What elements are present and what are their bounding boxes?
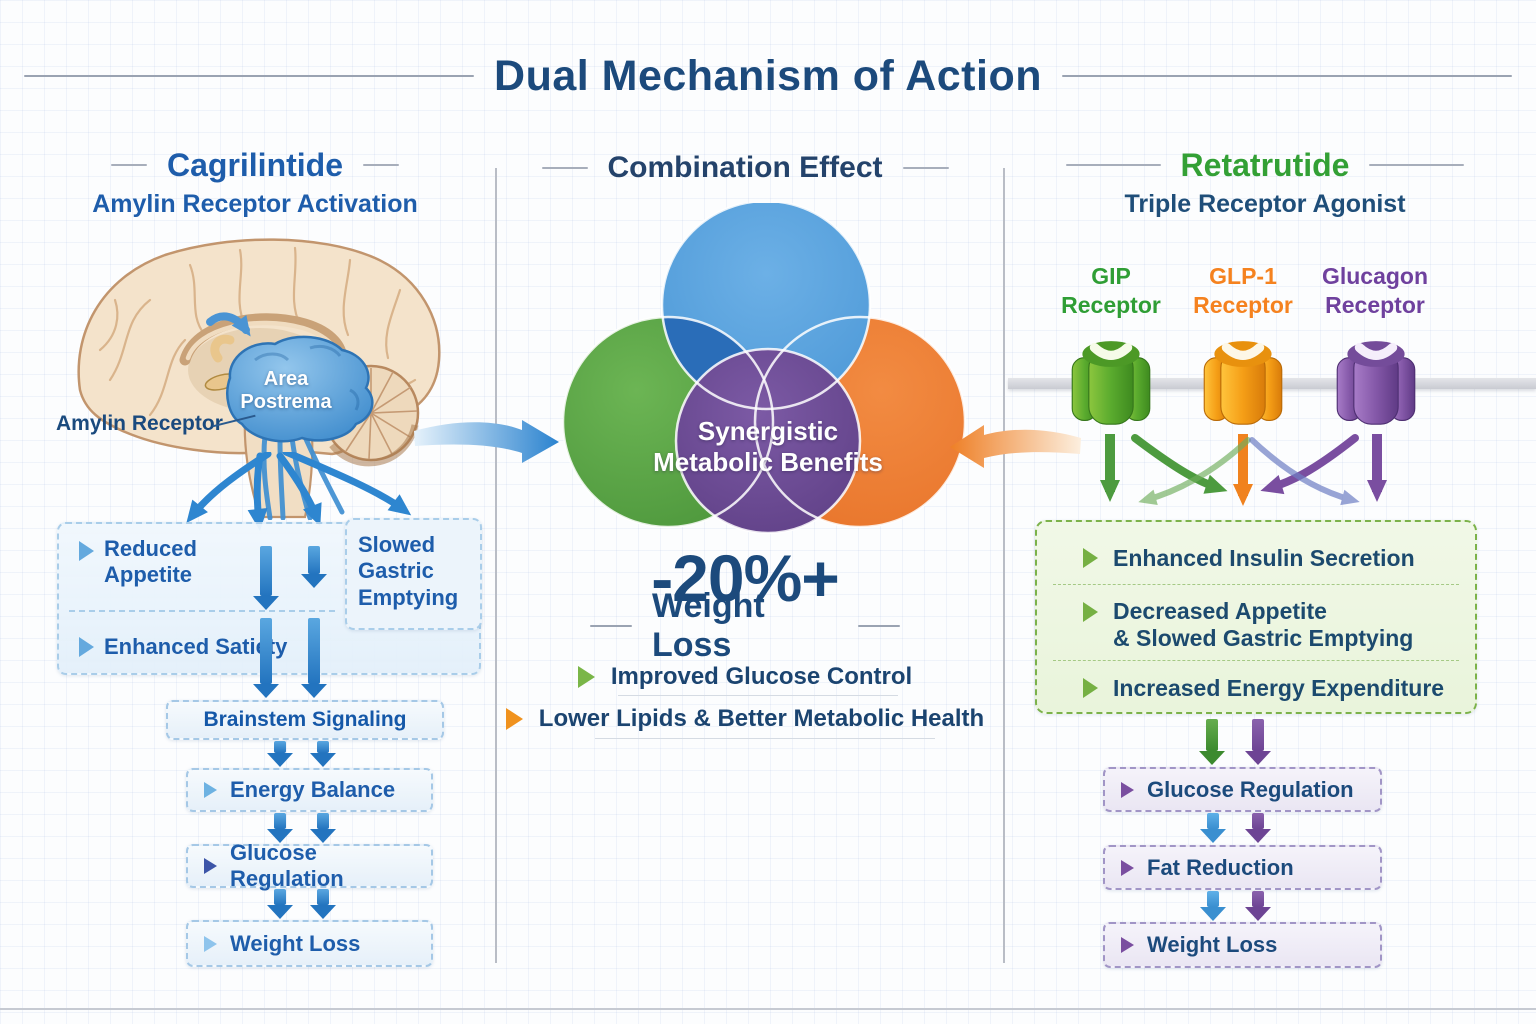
- flow-label: Brainstem Signaling: [203, 708, 407, 731]
- flow-label: Glucose Regulation: [1147, 776, 1354, 802]
- title-rule-left: [24, 74, 475, 78]
- divider-left-center: [495, 168, 497, 963]
- energy-expenditure-label: Increased Energy Expenditure: [1113, 675, 1445, 701]
- down-arrow-icon: [301, 546, 327, 588]
- gip-receptor-icon: [1071, 341, 1151, 425]
- slowed-gastric-box: [345, 518, 482, 630]
- retatrutide-title: Retatrutide: [1180, 146, 1350, 183]
- brain-illustration: [77, 238, 441, 520]
- benefit-lipids-row: Lower Lipids & Better Metabolic Health: [505, 704, 984, 734]
- flow-label: Fat Reduction: [1147, 854, 1294, 880]
- flow-box-weight-loss-right: Weight Loss: [1103, 922, 1382, 968]
- cagrilintide-subtitle: Amylin Receptor Activation: [92, 190, 418, 218]
- appetite-gastric-label: Decreased Appetite & Slowed Gastric Empt…: [1113, 598, 1414, 652]
- combination-header: Combination Effect: [520, 150, 970, 186]
- down-arrow-icon: [1200, 813, 1226, 843]
- bullet-triangle-icon: [79, 637, 94, 657]
- glucagon-receptor-label: Glucagon Receptor: [1321, 263, 1429, 318]
- receptor-signal-arrows-icon: [1100, 434, 1387, 506]
- flow-box-brainstem-signaling: Brainstem Signaling: [166, 700, 444, 740]
- retatrutide-effects-panel: [1035, 520, 1477, 714]
- flow-label: Weight Loss: [230, 930, 361, 956]
- bullet-triangle-icon: [204, 782, 217, 798]
- page-title: Dual Mechanism of Action: [494, 51, 1042, 100]
- effects-panel-separator: [69, 610, 335, 612]
- green-triangle-icon: [577, 666, 595, 688]
- cagrilintide-header: Cagrilintide: [60, 146, 450, 184]
- green-triangle-icon: [1083, 678, 1098, 698]
- flow-label: Energy Balance: [230, 777, 396, 802]
- weight-loss-stat-label: Weight Loss: [652, 587, 765, 664]
- down-arrow-icon: [253, 618, 279, 698]
- down-arrow-icon: [1245, 891, 1271, 921]
- down-arrow-icon: [310, 741, 336, 767]
- purple-triangle-icon: [1121, 781, 1134, 798]
- benefit-glucose-row: Improved Glucose Control: [560, 662, 930, 692]
- cagrilintide-to-combination-arrow-icon: [414, 420, 559, 463]
- down-arrow-icon: [1200, 891, 1226, 921]
- cagrilintide-title: Cagrilintide: [166, 146, 343, 183]
- down-arrow-icon: [1199, 719, 1225, 765]
- insulin-secretion-label: Enhanced Insulin Secretion: [1113, 545, 1415, 571]
- retatrutide-subtitle: Triple Receptor Agonist: [1124, 190, 1406, 218]
- retatrutide-header: Retatrutide: [1020, 146, 1510, 184]
- weight-loss-stat-row: Weight Loss: [590, 587, 900, 664]
- down-arrow-icon: [267, 813, 293, 843]
- bullet-triangle-icon: [204, 858, 217, 874]
- purple-triangle-icon: [1121, 859, 1134, 876]
- venn-diagram: [563, 203, 967, 535]
- flow-box-fat-reduction: Fat Reduction: [1103, 845, 1382, 890]
- benefit-separator: [618, 695, 898, 696]
- down-arrow-icon: [267, 889, 293, 919]
- green-triangle-icon: [1083, 548, 1098, 568]
- brainstem-fan-arrows-icon: [186, 452, 412, 531]
- green-triangle-icon: [1083, 602, 1098, 622]
- flow-box-energy-balance: Energy Balance: [186, 768, 433, 812]
- combination-title: Combination Effect: [607, 151, 883, 184]
- benefit-separator: [595, 738, 935, 739]
- area-postrema-label: Area Postrema: [240, 368, 332, 413]
- flow-label: Weight Loss: [1147, 932, 1278, 957]
- down-arrow-icon: [310, 813, 336, 843]
- flow-label: Glucose Regulation: [230, 840, 344, 891]
- venn-center-label: Synergistic Metabolic Benefits: [653, 416, 883, 477]
- down-arrow-icon: [253, 546, 279, 610]
- benefit-lipids-label: Lower Lipids & Better Metabolic Health: [538, 705, 985, 732]
- bullet-triangle-icon: [79, 541, 94, 561]
- green-panel-separator: [1053, 660, 1459, 661]
- down-arrow-icon: [267, 741, 293, 767]
- down-arrow-icon: [1245, 719, 1271, 765]
- purple-triangle-icon: [1121, 937, 1134, 953]
- weight-loss-stat-value: -20%+: [651, 541, 840, 615]
- divider-center-right: [1003, 168, 1005, 963]
- amylin-receptor-label: Amylin Receptor: [56, 412, 223, 435]
- flow-box-weight-loss-left: Weight Loss: [186, 920, 433, 967]
- gip-receptor-label: GIP Receptor: [1061, 263, 1161, 318]
- title-row: Dual Mechanism of Action: [24, 50, 1512, 102]
- flow-box-glucose-regulation-right: Glucose Regulation: [1103, 767, 1382, 812]
- slowed-gastric-label: Slowed Gastric Emptying: [358, 532, 459, 610]
- down-arrow-icon: [301, 618, 327, 698]
- orange-triangle-icon: [505, 708, 523, 730]
- enhanced-satiety-label: Enhanced Satiety: [104, 634, 288, 659]
- glp1-receptor-label: GLP-1 Receptor: [1193, 263, 1293, 318]
- green-panel-separator: [1053, 584, 1459, 585]
- down-arrow-icon: [310, 889, 336, 919]
- area-postrema-region: [226, 335, 374, 443]
- bullet-triangle-icon: [204, 935, 217, 952]
- benefit-glucose-label: Improved Glucose Control: [610, 663, 913, 690]
- retatrutide-to-combination-arrow-icon: [950, 425, 1081, 468]
- bottom-rule: [0, 1008, 1536, 1010]
- flow-box-glucose-regulation-left: Glucose Regulation: [186, 840, 433, 891]
- down-arrow-icon: [1245, 813, 1271, 843]
- glucagon-receptor-icon: [1336, 341, 1416, 425]
- reduced-appetite-label: Reduced Appetite: [104, 536, 197, 588]
- title-rule-right: [1061, 74, 1512, 78]
- glp1-receptor-icon: [1203, 341, 1283, 425]
